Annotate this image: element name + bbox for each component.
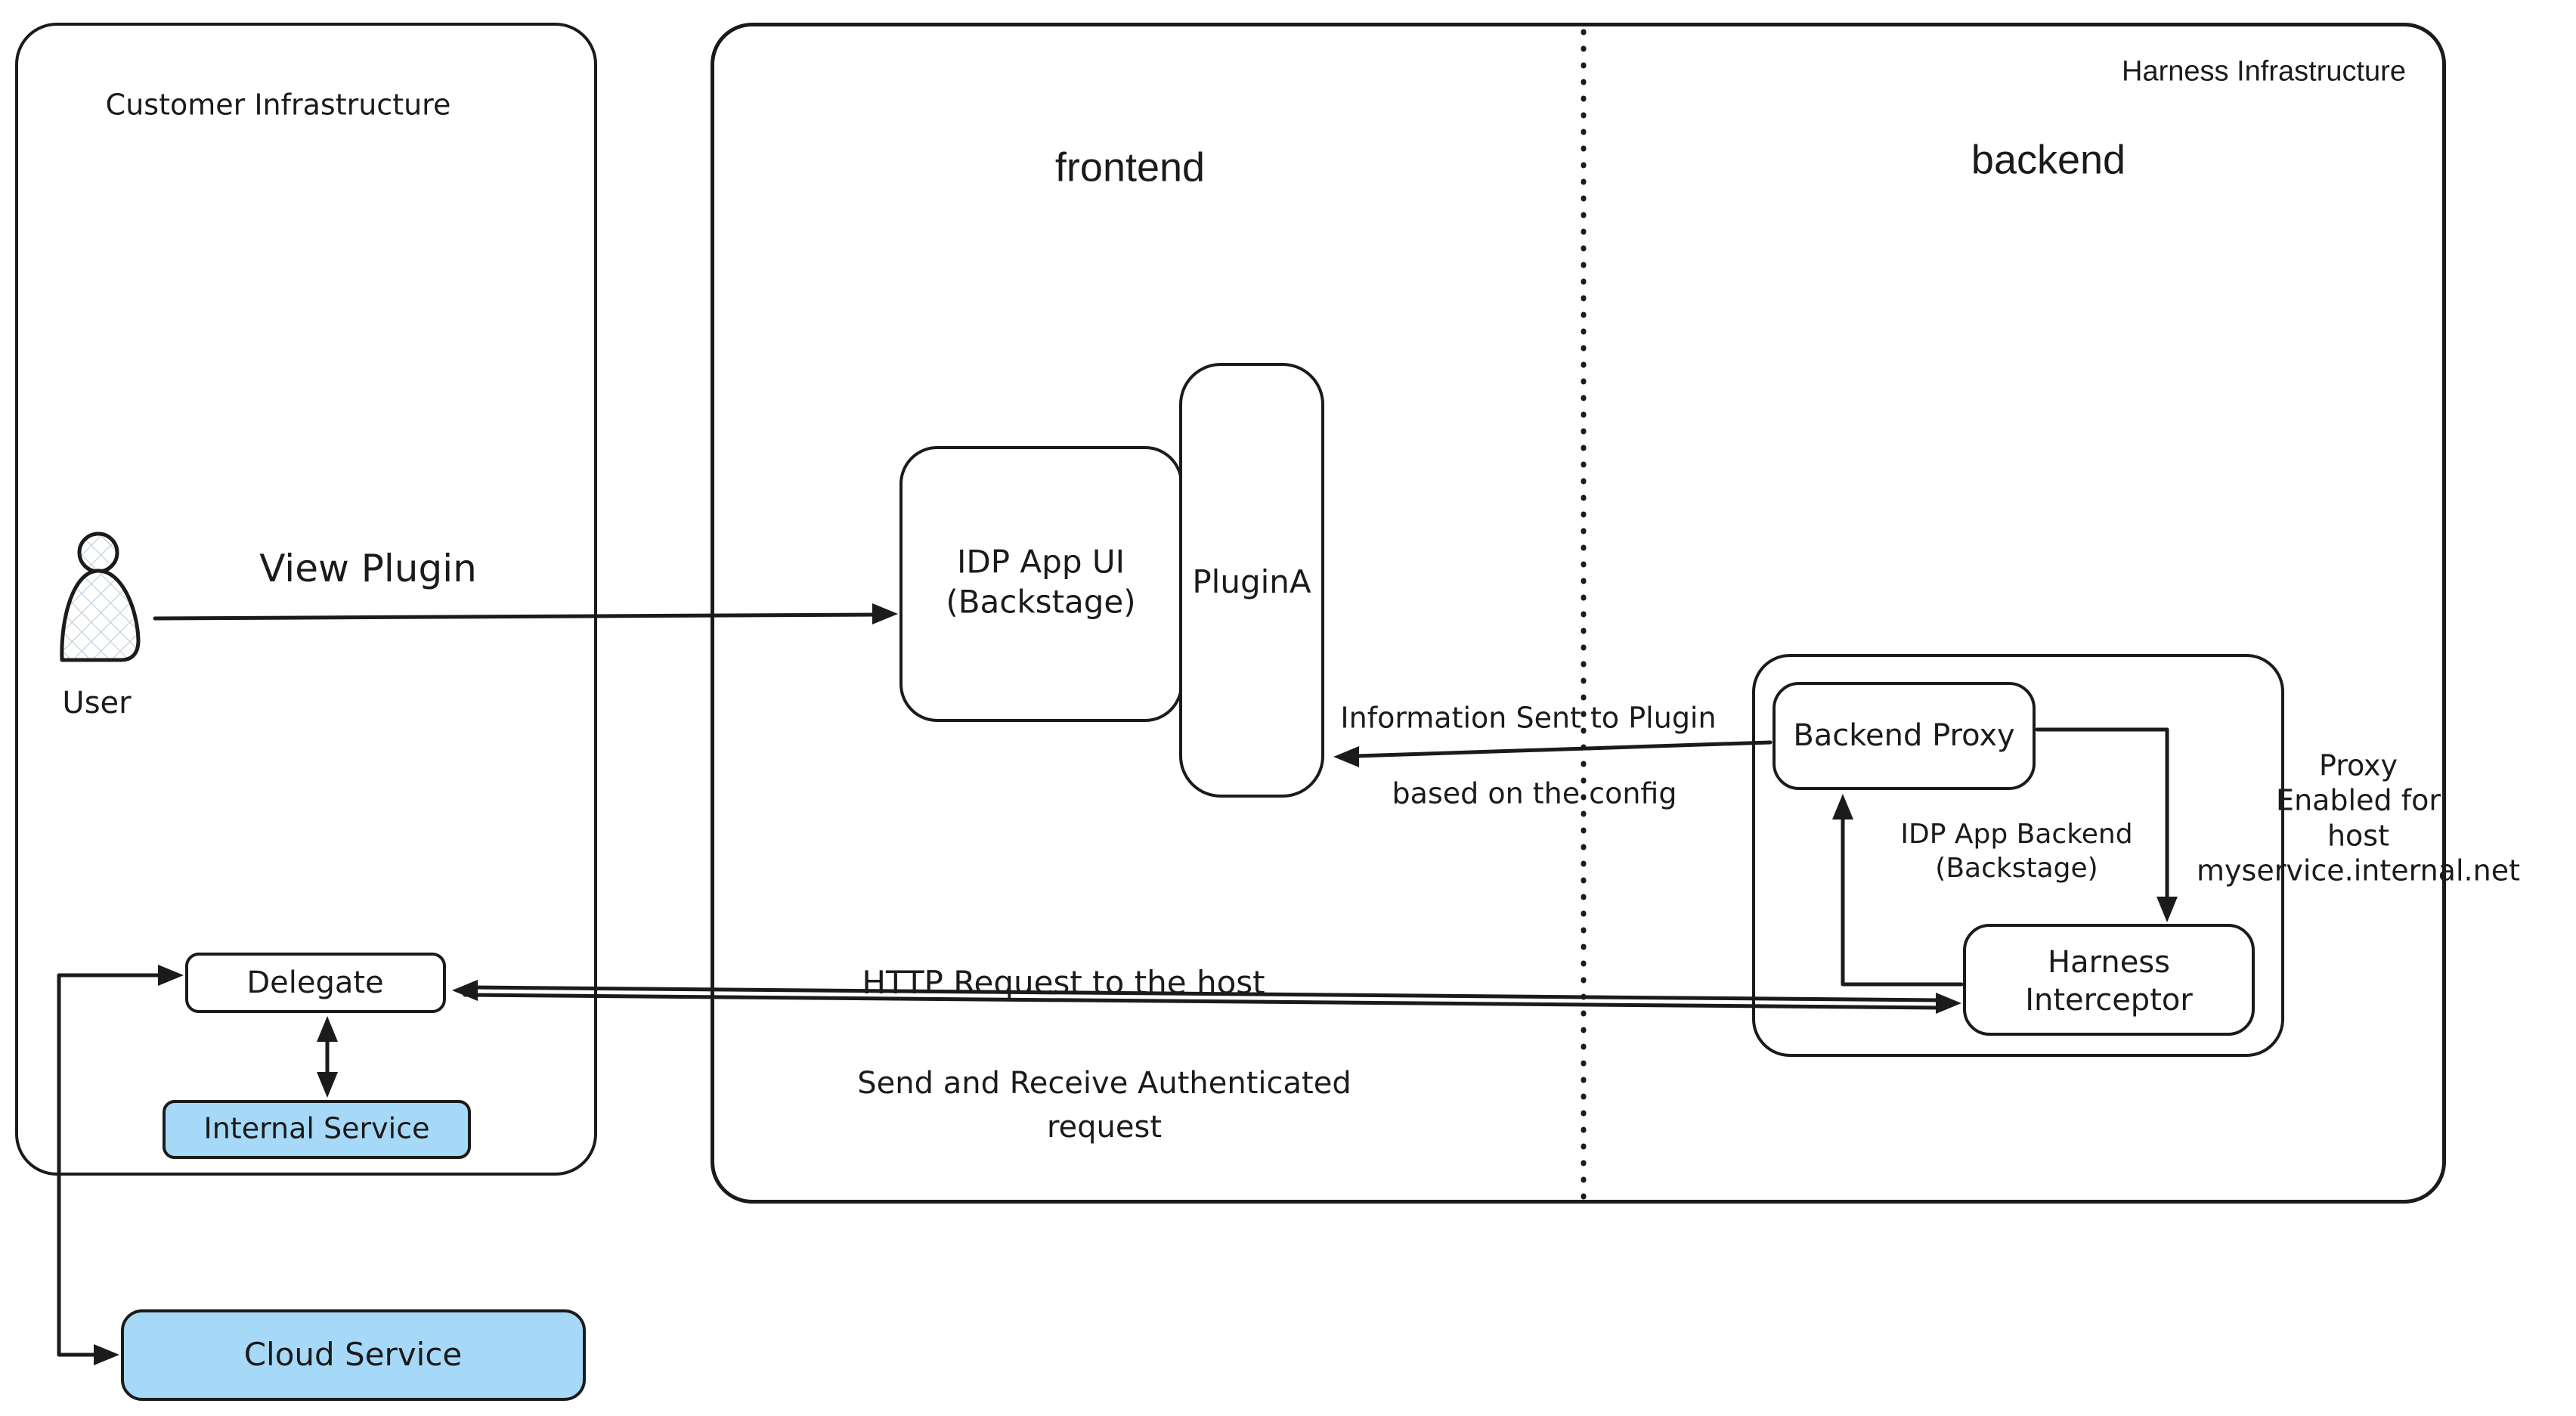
proxy-enabled-note: Proxy Enabled for host myservice.interna… [2197,748,2520,888]
idp-app-ui-label: IDP App UI (Backstage) [946,543,1136,621]
info-sent-edge-label-line2: based on the config [1392,776,1677,810]
cloud-service-box [121,1309,586,1401]
plugin-a-box [1179,363,1324,798]
view-plugin-edge-label: View Plugin [259,546,477,590]
internal-service-label: Internal Service [203,1111,430,1145]
delegate-label: Delegate [246,965,384,1000]
backend-proxy-label: Backend Proxy [1793,718,2015,753]
send-receive-edge-label: Send and Receive Authenticated request [857,1066,1351,1145]
delegate-box [185,953,446,1013]
arrowhead-into-cloud-service [94,1344,119,1365]
harness-interceptor-box [1963,924,2255,1036]
cloud-service-label: Cloud Service [243,1335,463,1373]
idp-app-backend-label: IDP App Backend (Backstage) [1900,819,2133,884]
plugin-a-label: PluginA [1192,562,1311,600]
user-icon [60,531,141,662]
customer-infrastructure-label: Customer Infrastructure [105,88,451,122]
backend-section-label: backend [1971,137,2126,183]
backend-proxy-box [1773,682,2036,790]
customer-infrastructure-box [15,23,597,1176]
frontend-section-label: frontend [1054,144,1206,191]
user-label: User [62,686,132,720]
info-sent-edge-label-line1: Information Sent to Plugin [1340,701,1717,735]
http-request-edge-label: HTTP Request to the host [862,963,1265,1001]
harness-infrastructure-label: Harness Infrastructure [2122,55,2406,88]
harness-interceptor-label: Harness Interceptor [2025,945,2193,1018]
internal-service-box [163,1100,471,1159]
idp-app-ui-box [899,446,1183,722]
